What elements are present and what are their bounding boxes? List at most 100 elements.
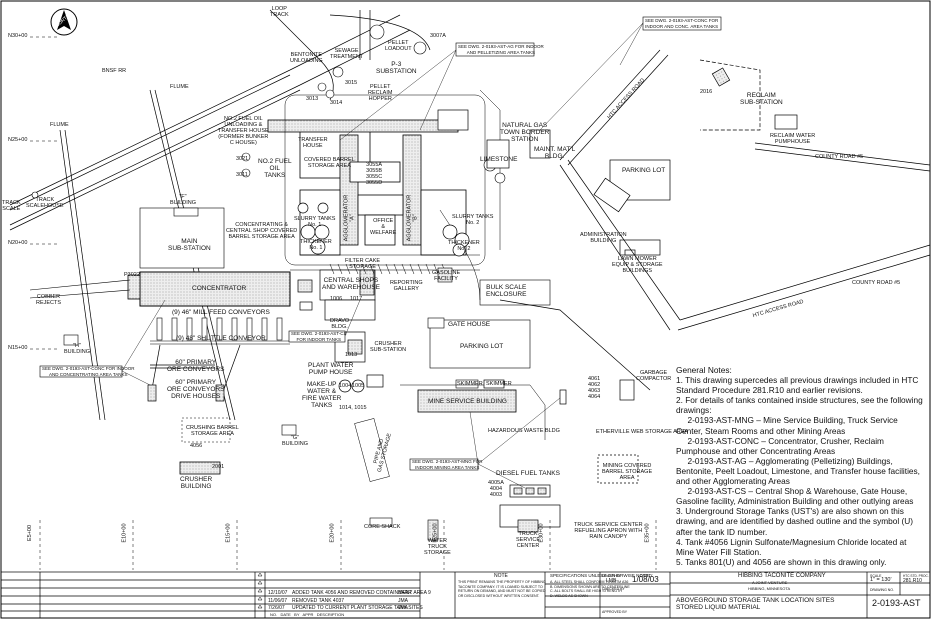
revision-row-date: 7/26/07 bbox=[268, 605, 285, 611]
label-track-scale: TRACK SCALE bbox=[2, 200, 21, 212]
grid-label-e10: E10+00 bbox=[121, 523, 128, 543]
core-shack-area bbox=[369, 517, 439, 541]
label-water-truck: WATER TRUCK STORAGE bbox=[424, 538, 451, 556]
small-tanks bbox=[31, 24, 506, 199]
grid-label-n15: N15+00 bbox=[8, 345, 28, 351]
label-parking-lot-1: PARKING LOT bbox=[460, 343, 504, 350]
company-sub: A JOINT VENTURE bbox=[752, 580, 788, 585]
label-4061: 4061 4062 4063 4064 bbox=[588, 376, 601, 400]
reclaim-area bbox=[711, 67, 798, 130]
label-county-rd-top: COUNTY ROAD #5 bbox=[815, 154, 864, 160]
label-makeup-water: MAKE-UP WATER & FIRE WATER TANKS bbox=[302, 381, 342, 409]
note-item: 1. This drawing supercedes all previous … bbox=[676, 375, 919, 396]
label-shuttle: (9) 48" SHUTTLE CONVEYOR bbox=[176, 335, 266, 342]
revision-row-date: 12/10/07 bbox=[268, 590, 288, 596]
cobber-rejects bbox=[29, 279, 131, 299]
label-2016: 2016 bbox=[700, 89, 713, 95]
label-maint-matl: MAINT. MAT'L BLDG. bbox=[534, 146, 576, 160]
label-concentrator: CONCENTRATOR bbox=[192, 285, 247, 292]
mill-feed-conveyors bbox=[150, 317, 290, 345]
note-item: 5. Tanks 801(U) and 4056 are shown in th… bbox=[676, 556, 887, 567]
grid-label-e35: E35+00 bbox=[644, 523, 651, 543]
label-core-shack: CORE SHACK bbox=[364, 524, 401, 530]
label-truck-service-center: TRUCK SERVICE CENTER bbox=[516, 531, 541, 549]
label-thickener-2: THICKENER No. 2 bbox=[448, 240, 480, 252]
date-label: DATE bbox=[640, 574, 650, 578]
label-gasoline: GASOLINE FACILITY bbox=[432, 270, 461, 282]
label-diesel: DIESEL FUEL TANKS bbox=[496, 470, 560, 477]
slurry-tanks-and-thickeners bbox=[297, 202, 470, 257]
parking-stalls bbox=[329, 263, 447, 275]
label-1014: 1014, 1015 bbox=[339, 405, 367, 411]
label-3015: 3015 bbox=[345, 80, 358, 86]
truck-service-area bbox=[483, 379, 639, 533]
company-name: HIBBING TACONITE COMPANY bbox=[738, 573, 826, 579]
label-flume-top: FLUME bbox=[170, 84, 189, 90]
label-3055: 3055A 3055B 3055C 3055D bbox=[366, 162, 383, 186]
label-bentonite: BENTONITE UNLOADING bbox=[290, 52, 323, 64]
notes-title: General Notes: bbox=[676, 365, 732, 375]
label-reclaim-water: RECLAIM WATER PUMPHOUSE bbox=[770, 133, 816, 145]
label-bulk-scale: BULK SCALE ENCLOSURE bbox=[486, 284, 527, 298]
label-h-building: "H" BUILDING bbox=[64, 343, 90, 355]
company-location: HIBBING, MINNESOTA bbox=[748, 586, 791, 591]
label-3021: 3021 bbox=[236, 156, 249, 162]
label-reporting: REPORTING GALLERY bbox=[390, 280, 423, 292]
specs-header: SPECIFICATIONS UNLESS OTHERWISE NOTED: bbox=[550, 573, 654, 578]
label-office-welfare: OFFICE & WELFARE bbox=[370, 218, 397, 236]
revision-row-desc: ADDED TANK 4056 AND REMOVED CONTAINMENT … bbox=[292, 590, 431, 596]
grid-label-e15: E15+00 bbox=[225, 523, 232, 543]
label-sewage: SEWAGE TREATMENT bbox=[330, 48, 364, 60]
label-garbage: GARBAGE COMPACTOR bbox=[636, 370, 672, 382]
label-transfer-house: TRANSFER HOUSE bbox=[298, 137, 328, 149]
label-1006: 1006 bbox=[330, 296, 343, 302]
label-no2-fuel-unloading: NO.2 FUEL OIL UNLOADING & TRANSFER HOUSE… bbox=[218, 116, 269, 146]
label-1013: 1013 bbox=[345, 352, 358, 358]
note-item: 2. For details of tanks contained inside… bbox=[676, 395, 923, 416]
skimmer-box-1 bbox=[455, 379, 479, 389]
label-agglom-a: AGGLOMERATOR "A" bbox=[343, 194, 356, 242]
label-primary-conv-2: 60" PRIMARY ORE CONVEYORS DRIVE HOUSES bbox=[167, 379, 225, 400]
east-plant-buildings bbox=[437, 109, 551, 169]
label-covered-barrel: COVERED BARREL STORAGE AREA bbox=[304, 157, 355, 169]
crusher-building bbox=[179, 461, 221, 475]
specs-text: A. ALL STEEL SHALL CONFORM TO ASTM A36 B… bbox=[550, 580, 630, 598]
note-header: NOTE bbox=[494, 573, 508, 579]
label-agglom-b: AGGLOMERATOR "B" bbox=[406, 194, 419, 242]
callout-mng: SEE DWG. 2-0193-AST-MNG FOR INDOOR MININ… bbox=[412, 459, 483, 470]
proc-number: 281.R10 bbox=[903, 578, 922, 584]
grid-label-n20: N20+00 bbox=[8, 240, 28, 246]
callout-conc-top: SEE DWG. 2-0193-AST-CONC FOR INDOOR AND … bbox=[645, 18, 719, 29]
drawing-title: ABOVEGROUND STORAGE TANK LOCATION SITES … bbox=[676, 597, 835, 611]
label-3014: 3014 bbox=[330, 100, 343, 106]
label-4056: 4056 bbox=[190, 443, 203, 449]
note-item: 4. Tank #4056 Lignin Sulfonate/Magnesium… bbox=[676, 536, 907, 557]
scale-label: SCALE bbox=[870, 574, 882, 578]
label-filter-cake: FILTER CAKE STORAGE bbox=[345, 258, 381, 270]
label-county-rd-right: COUNTY ROAD #5 bbox=[852, 280, 901, 286]
label-crusher-bldg: CRUSHER BUILDING bbox=[180, 476, 213, 490]
north-arrow-icon bbox=[50, 8, 78, 36]
label-3007a: 3007A bbox=[430, 33, 446, 39]
proc-label: HTC STD. PROC. bbox=[903, 574, 929, 578]
dwg-label: DRAWING NO. bbox=[870, 588, 894, 592]
gate-and-parking bbox=[427, 267, 551, 369]
note-item: 2-0193-AST-MNG – Mine Service Building, … bbox=[676, 415, 901, 436]
callout-cs: SEE DWG. 2-0193-AST-CS FOR INDOOR TANKS bbox=[291, 331, 347, 342]
label-track-scalehouse: TRACK SCALEHOUSE bbox=[26, 197, 64, 209]
label-1005: 1005 bbox=[352, 383, 365, 389]
access-roads bbox=[499, 49, 931, 391]
callout-boxes bbox=[39, 16, 722, 471]
label-loop-track: LOOP TRACK bbox=[270, 6, 289, 18]
label-3013: 3013 bbox=[306, 96, 319, 102]
label-truck-service: TRUCK SERVICE CENTER REFUELING APRON WIT… bbox=[574, 522, 643, 540]
label-parking-lot-2: PARKING LOT bbox=[622, 167, 666, 174]
label-bnsf: BNSF RR bbox=[102, 68, 127, 74]
label-main-sub: MAIN SUB-STATION bbox=[168, 238, 211, 252]
title-block-lines bbox=[0, 571, 931, 619]
revision-headers: NO. DATE BY APPR DESCRIPTION bbox=[270, 612, 345, 617]
label-4005: 4005A 4004 4003 bbox=[488, 480, 504, 498]
label-natural-gas: NATURAL GAS TOWN BORDER STATION bbox=[500, 122, 550, 143]
label-pellet-reclaim: PELLET RECLAIM HOPPER bbox=[368, 84, 393, 102]
general-notes: General Notes: 1. This drawing supercede… bbox=[676, 365, 926, 567]
